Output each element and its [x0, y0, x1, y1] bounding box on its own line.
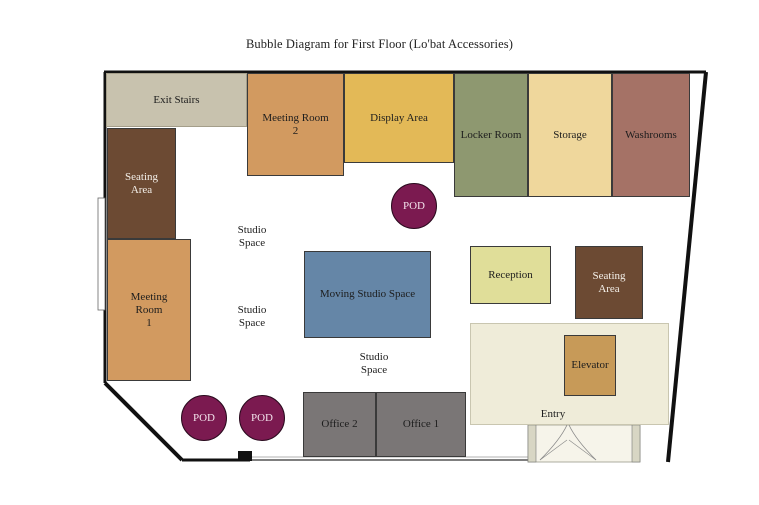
office-1: Office 1	[376, 392, 466, 457]
meeting-room-2-label: Meeting Room 2	[262, 111, 329, 137]
right-wall	[666, 71, 708, 463]
wall-column	[238, 451, 252, 461]
office-2-label: Office 2	[321, 418, 358, 430]
studio-space-label-lower: Studio Space	[359, 351, 389, 376]
seating-area-left-label: Seating Area	[125, 170, 158, 196]
pod-bottom-left-label: POD	[192, 412, 215, 424]
office-2: Office 2	[303, 392, 376, 457]
office-1-label: Office 1	[402, 418, 440, 430]
display-area-label: Display Area	[370, 111, 428, 124]
pod-top-label: POD	[402, 200, 425, 212]
exit-stairs: Exit Stairs	[106, 73, 247, 127]
exit-stairs-label: Exit Stairs	[153, 93, 200, 106]
washrooms-label: Washrooms	[625, 128, 677, 141]
door-swing-right	[568, 424, 597, 461]
storage-label: Storage	[553, 128, 587, 141]
pod-bottom-right-label: POD	[250, 412, 273, 424]
seating-area-right: Seating Area	[575, 246, 643, 319]
diagram-title: Bubble Diagram for First Floor (Lo'bat A…	[245, 37, 514, 51]
meeting-room-2: Meeting Room 2	[247, 73, 344, 176]
entry-label: Entry	[540, 408, 566, 420]
moving-studio-space: Moving Studio Space	[304, 251, 431, 338]
meeting-room-1: Meeting Room 1	[107, 239, 191, 381]
door-jamb-right	[631, 424, 641, 463]
pod-bottom-left: POD	[181, 395, 227, 441]
pod-bottom-right: POD	[239, 395, 285, 441]
door-leaf-right	[568, 439, 597, 461]
storage: Storage	[528, 73, 612, 197]
elevator: Elevator	[564, 335, 616, 396]
left-window	[97, 197, 106, 311]
door-jamb-left	[527, 424, 537, 463]
moving-studio-space-label: Moving Studio Space	[319, 288, 416, 300]
display-area: Display Area	[344, 73, 454, 163]
studio-space-label-middle: Studio Space	[237, 304, 267, 329]
locker-room-label: Locker Room	[460, 128, 522, 141]
elevator-label: Elevator	[571, 359, 609, 371]
washrooms: Washrooms	[612, 73, 690, 197]
locker-room: Locker Room	[454, 73, 528, 197]
door-swing-left	[539, 424, 568, 461]
meeting-room-1-label: Meeting Room 1	[130, 290, 168, 329]
pod-top: POD	[391, 183, 437, 229]
seating-area-right-label: Seating Area	[592, 269, 626, 295]
studio-space-label-upper: Studio Space	[237, 224, 267, 249]
door-leaf-left	[539, 439, 568, 461]
diagonal-wall	[103, 381, 184, 462]
seating-area-left: Seating Area	[107, 128, 176, 239]
reception: Reception	[470, 246, 551, 304]
reception-label: Reception	[488, 268, 533, 281]
